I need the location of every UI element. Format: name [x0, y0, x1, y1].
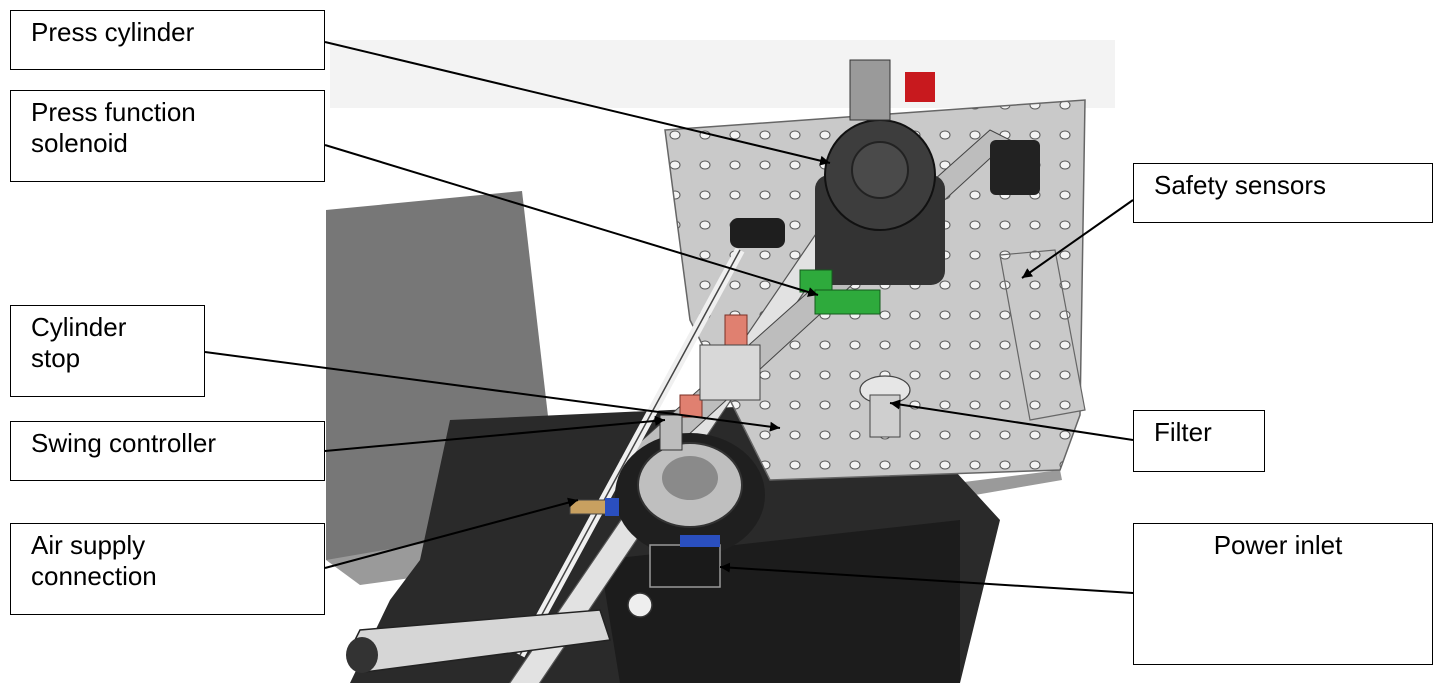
label-filter: Filter: [1133, 410, 1265, 472]
leader-safety-sensors: [1021, 199, 1134, 279]
leader-power-inlet: [719, 562, 1134, 594]
solenoid-valve-2: [814, 289, 881, 315]
label-line: Swing controller: [31, 428, 216, 458]
leader-press-cylinder: [324, 41, 831, 166]
power-inlet-connectors: [680, 535, 720, 547]
label-line: Cylinder: [31, 312, 127, 342]
label-line: connection: [31, 561, 157, 591]
leader-cylinder-stop: [204, 351, 781, 432]
leader-filter: [889, 399, 1134, 441]
swing-controller-part: [659, 414, 683, 451]
solenoid-valve-1: [799, 269, 833, 293]
label-line: Press function: [31, 97, 196, 127]
label-line: stop: [31, 343, 81, 373]
press-cylinder-cap: [851, 141, 909, 199]
background-band: [330, 40, 1115, 108]
valve-stack: [699, 344, 761, 401]
label-line: Power inlet: [1213, 530, 1343, 560]
leader-press-function-solenoid: [324, 144, 819, 297]
cylinder-stop-part-lower: [679, 394, 703, 418]
top-bracket: [849, 59, 891, 121]
air-supply-fitting: [569, 499, 611, 515]
label-line: solenoid: [31, 128, 128, 158]
pneumatic-cylinder-end: [346, 637, 378, 673]
label-swing-controller: Swing controller: [10, 421, 325, 481]
leader-air-supply-connection: [324, 497, 579, 569]
label-line: Filter: [1154, 417, 1212, 447]
left-fitting: [730, 218, 785, 248]
power-inlet-part: [649, 544, 721, 588]
label-power-inlet: Power inlet: [1133, 523, 1433, 665]
sensor-bracket: [999, 249, 1086, 421]
swing-arm-outline: [519, 249, 741, 656]
air-supply-blue: [605, 498, 619, 516]
rotary-unit-center: [662, 456, 718, 500]
label-air-supply-connection: Air supply connection: [10, 523, 325, 615]
pneumatic-ball-joint: [627, 592, 653, 618]
label-line: Safety sensors: [1154, 170, 1326, 200]
label-line: Press cylinder: [31, 17, 195, 47]
top-sensor: [990, 140, 1040, 195]
label-press-function-solenoid: Press function solenoid: [10, 90, 325, 182]
label-press-cylinder: Press cylinder: [10, 10, 325, 70]
filter-bowl: [869, 394, 901, 438]
label-safety-sensors: Safety sensors: [1133, 163, 1433, 223]
leader-swing-controller: [324, 415, 666, 452]
label-cylinder-stop: Cylinder stop: [10, 305, 205, 397]
label-line: Air supply: [31, 530, 146, 560]
red-component: [905, 72, 935, 102]
